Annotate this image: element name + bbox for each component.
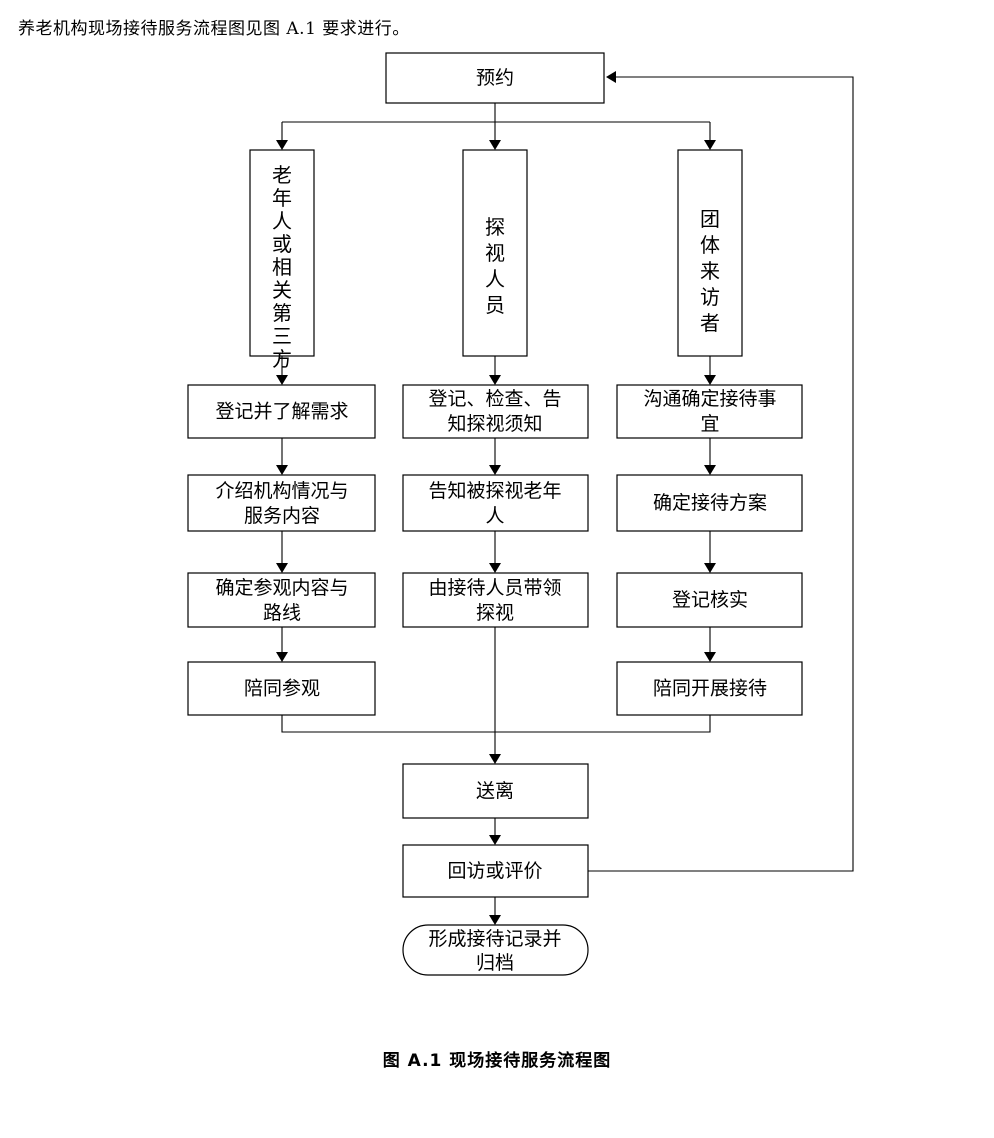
svg-text:知探视须知: 知探视须知 [447, 413, 542, 435]
node-elderly-step-4: 陪同参观 [187, 661, 376, 716]
node-elderly-step-1: 登记并了解需求 [187, 384, 376, 439]
node-group-step-1: 沟通确定接待事 宜 [616, 384, 803, 439]
arrowhead [704, 140, 716, 150]
node-send-off: 送离 [402, 763, 589, 819]
svg-text:回访或评价: 回访或评价 [447, 860, 542, 882]
svg-text:登记、检查、告: 登记、检查、告 [428, 388, 561, 410]
arrowhead [489, 465, 501, 475]
svg-text:人: 人 [485, 505, 504, 527]
arrowhead [276, 375, 288, 385]
arrowhead [704, 465, 716, 475]
node-reserve: 预约 [385, 52, 605, 104]
arrowhead [276, 140, 288, 150]
connector-feedback-loop [588, 76, 854, 872]
figure-caption: 图 A.1 现场接待服务流程图 [382, 1051, 612, 1071]
node-visitor-step-1: 登记、检查、告 知探视须知 [402, 384, 589, 439]
node-archive-terminator: 形成接待记录并 归档 [402, 924, 589, 976]
arrowhead [489, 563, 501, 573]
arrowhead [276, 563, 288, 573]
arrowhead [489, 140, 501, 150]
arrowhead [276, 465, 288, 475]
node-group-step-4: 陪同开展接待 [616, 661, 803, 716]
svg-text:老年人或相关第三方: 老年人或相关第三方 [272, 163, 292, 371]
svg-text:服务内容: 服务内容 [244, 505, 320, 527]
node-visitor-step-3: 由接待人员带领 探视 [402, 572, 589, 628]
svg-text:探视: 探视 [476, 602, 514, 624]
svg-text:介绍机构情况与: 介绍机构情况与 [215, 480, 348, 502]
svg-text:确定接待方案: 确定接待方案 [653, 492, 767, 514]
node-follow-up: 回访或评价 [402, 844, 589, 898]
svg-text:路线: 路线 [263, 602, 301, 624]
connector-merge-bus [281, 715, 711, 733]
arrowhead [704, 563, 716, 573]
arrowhead [704, 375, 716, 385]
svg-text:陪同参观: 陪同参观 [244, 678, 320, 700]
node-branch-group: 团体来访者 [677, 149, 743, 357]
svg-text:登记核实: 登记核实 [672, 589, 748, 611]
node-visitor-step-2: 告知被探视老年 人 [402, 474, 589, 532]
node-elderly-step-2: 介绍机构情况与 服务内容 [187, 474, 376, 532]
arrowhead [606, 71, 616, 83]
arrowhead [276, 652, 288, 662]
node-branch-visitor: 探视人员 [462, 149, 528, 357]
svg-text:探视人员: 探视人员 [485, 215, 505, 317]
svg-text:团体来访者: 团体来访者 [700, 207, 720, 335]
arrowhead [704, 652, 716, 662]
svg-text:沟通确定接待事: 沟通确定接待事 [643, 388, 776, 410]
node-group-step-2: 确定接待方案 [616, 474, 803, 532]
svg-text:归档: 归档 [476, 952, 514, 974]
svg-text:登记并了解需求: 登记并了解需求 [215, 401, 348, 423]
connectors [276, 71, 854, 925]
arrowhead [489, 375, 501, 385]
arrowhead [489, 915, 501, 925]
svg-text:形成接待记录并: 形成接待记录并 [428, 928, 561, 950]
svg-text:由接待人员带领: 由接待人员带领 [428, 577, 561, 599]
svg-text:送离: 送离 [476, 780, 514, 802]
svg-text:确定参观内容与: 确定参观内容与 [215, 577, 348, 599]
node-elderly-step-3: 确定参观内容与 路线 [187, 572, 376, 628]
node-group-step-3: 登记核实 [616, 572, 803, 628]
arrowhead [489, 754, 501, 764]
intro-text: 养老机构现场接待服务流程图见图 A.1 要求进行。 [18, 19, 410, 39]
svg-text:宜: 宜 [700, 413, 719, 435]
svg-text:陪同开展接待: 陪同开展接待 [653, 678, 767, 700]
svg-text:告知被探视老年: 告知被探视老年 [428, 480, 561, 502]
svg-text:预约: 预约 [476, 67, 514, 89]
node-branch-elderly: 老年人或相关第三方 [249, 149, 315, 371]
arrowhead [489, 835, 501, 845]
